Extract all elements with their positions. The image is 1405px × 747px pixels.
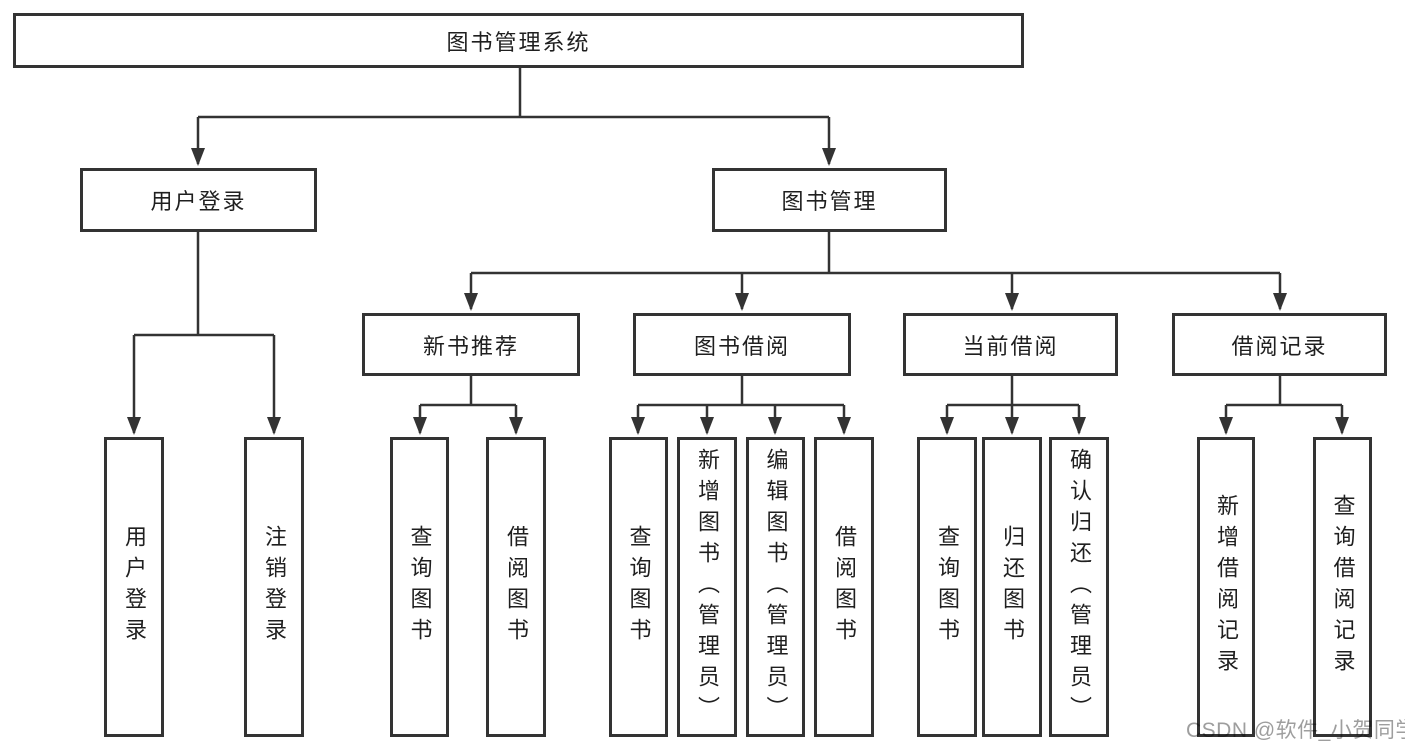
node-root-system: 图书管理系统 — [13, 13, 1024, 68]
connector-borrow-records — [1226, 376, 1342, 407]
leaf-return-books: 归还图书 — [982, 437, 1042, 737]
leaf-borrow-books-recommend: 借阅图书 — [486, 437, 546, 737]
leaf-query-books-recommend: 查询图书 — [390, 437, 449, 737]
leaf-logout: 注销登录 — [244, 437, 304, 737]
leaf-add-books-admin: 新增图书（管理员） — [677, 437, 737, 737]
node-new-book-recommend: 新书推荐 — [362, 313, 580, 376]
connector-root — [198, 68, 829, 119]
connector-current-borrow — [947, 376, 1079, 407]
node-book-management: 图书管理 — [712, 168, 947, 232]
connector-new-book-recommend — [420, 376, 516, 407]
arrow-stems — [127, 117, 1349, 435]
connector-book-management — [471, 232, 1280, 275]
connector-user-login — [134, 232, 274, 337]
node-current-borrow: 当前借阅 — [903, 313, 1118, 376]
leaf-confirm-return-admin: 确认归还（管理员） — [1049, 437, 1109, 737]
node-borrow-records: 借阅记录 — [1172, 313, 1387, 376]
leaf-query-books-current: 查询图书 — [917, 437, 977, 737]
node-book-borrow: 图书借阅 — [633, 313, 851, 376]
leaf-query-borrow-record: 查询借阅记录 — [1313, 437, 1372, 737]
leaf-borrow-books: 借阅图书 — [814, 437, 874, 737]
leaf-user-login: 用户登录 — [104, 437, 164, 737]
connector-book-borrow — [638, 376, 844, 407]
leaf-add-borrow-record: 新增借阅记录 — [1197, 437, 1255, 737]
leaf-edit-books-admin: 编辑图书（管理员） — [746, 437, 805, 737]
node-user-login: 用户登录 — [80, 168, 317, 232]
leaf-query-books-borrow: 查询图书 — [609, 437, 668, 737]
watermark: CSDN @软件_小贺同学 — [1186, 719, 1405, 742]
